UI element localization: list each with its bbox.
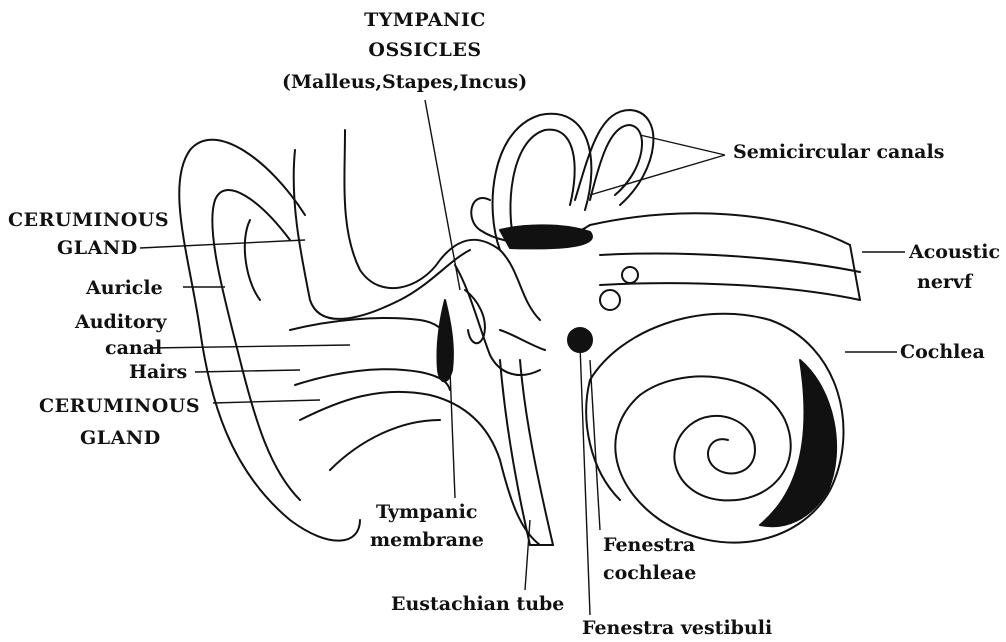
label-auricle: Auricle [86,278,163,299]
eustachian-tube-right [520,360,553,545]
label-ceruminous-gland-top-1: CERUMINOUS [8,210,169,231]
label-acoustic-nerve-2: nervf [917,272,972,293]
leader-fenestra-cochleae [590,360,600,530]
semicircular-canal-2 [575,110,653,205]
bone-upper-wall-outer [294,150,470,319]
label-ceruminous-gland-bottom-1: CERUMINOUS [39,396,200,417]
label-ceruminous-gland-top-2: GLAND [57,238,138,259]
acoustic-nerve-low [600,283,860,300]
label-fenestra-cochleae-1: Fenestra [603,535,695,556]
leader-ceruminous-bottom [213,400,320,403]
label-cochlea: Cochlea [900,342,985,363]
vestibule-circle-b [622,267,638,283]
vestibule-circle-a [600,290,620,310]
label-fenestra-cochleae-2: cochleae [603,563,696,584]
label-semicircular-canals: Semicircular canals [733,142,944,163]
label-auditory-canal-1: Auditory [75,312,167,333]
vestibule [500,225,592,248]
auricle-rim [245,220,260,300]
acoustic-nerve-top [590,213,850,245]
label-fenestra-vestibuli: Fenestra vestibuli [582,618,772,639]
middle-ear-cavity [455,265,540,375]
label-acoustic-nerve-1: Acoustic [909,242,1000,263]
auditory-canal-upper [290,318,450,340]
label-hairs: Hairs [129,362,187,383]
malleus [437,300,452,381]
label-ossicles-line1: TYMPANIC [330,10,520,31]
leader-auditory-canal [150,345,350,348]
label-tympanic-membrane-2: membrane [370,530,484,551]
auditory-canal-lower [295,369,450,390]
label-auditory-canal-2: canal [105,338,162,359]
auricle-outline [179,140,360,541]
cochlea-dark-band [760,360,836,526]
leader-ceruminous-top [140,240,305,248]
bone-lower-wall-2 [330,420,440,470]
label-tympanic-membrane-1: Tympanic [376,502,477,523]
auricle-inner-fold [212,190,300,500]
leader-hairs [195,370,300,372]
acoustic-nerve-mid [600,254,860,272]
leader-ossicles [425,100,460,290]
label-eustachian-tube: Eustachian tube [391,594,564,615]
cochlea-spiral [640,376,791,500]
eustachian-tube-left [500,360,530,545]
leader-tympanic-membrane [450,370,455,498]
label-ossicles-line2: OSSICLES [330,40,520,61]
label-ceruminous-gland-bottom-2: GLAND [80,428,161,449]
stapes [500,330,545,350]
label-ossicles-line3: (Malleus,Stapes,Incus) [282,72,527,93]
leader-semicircular-2 [590,155,725,195]
